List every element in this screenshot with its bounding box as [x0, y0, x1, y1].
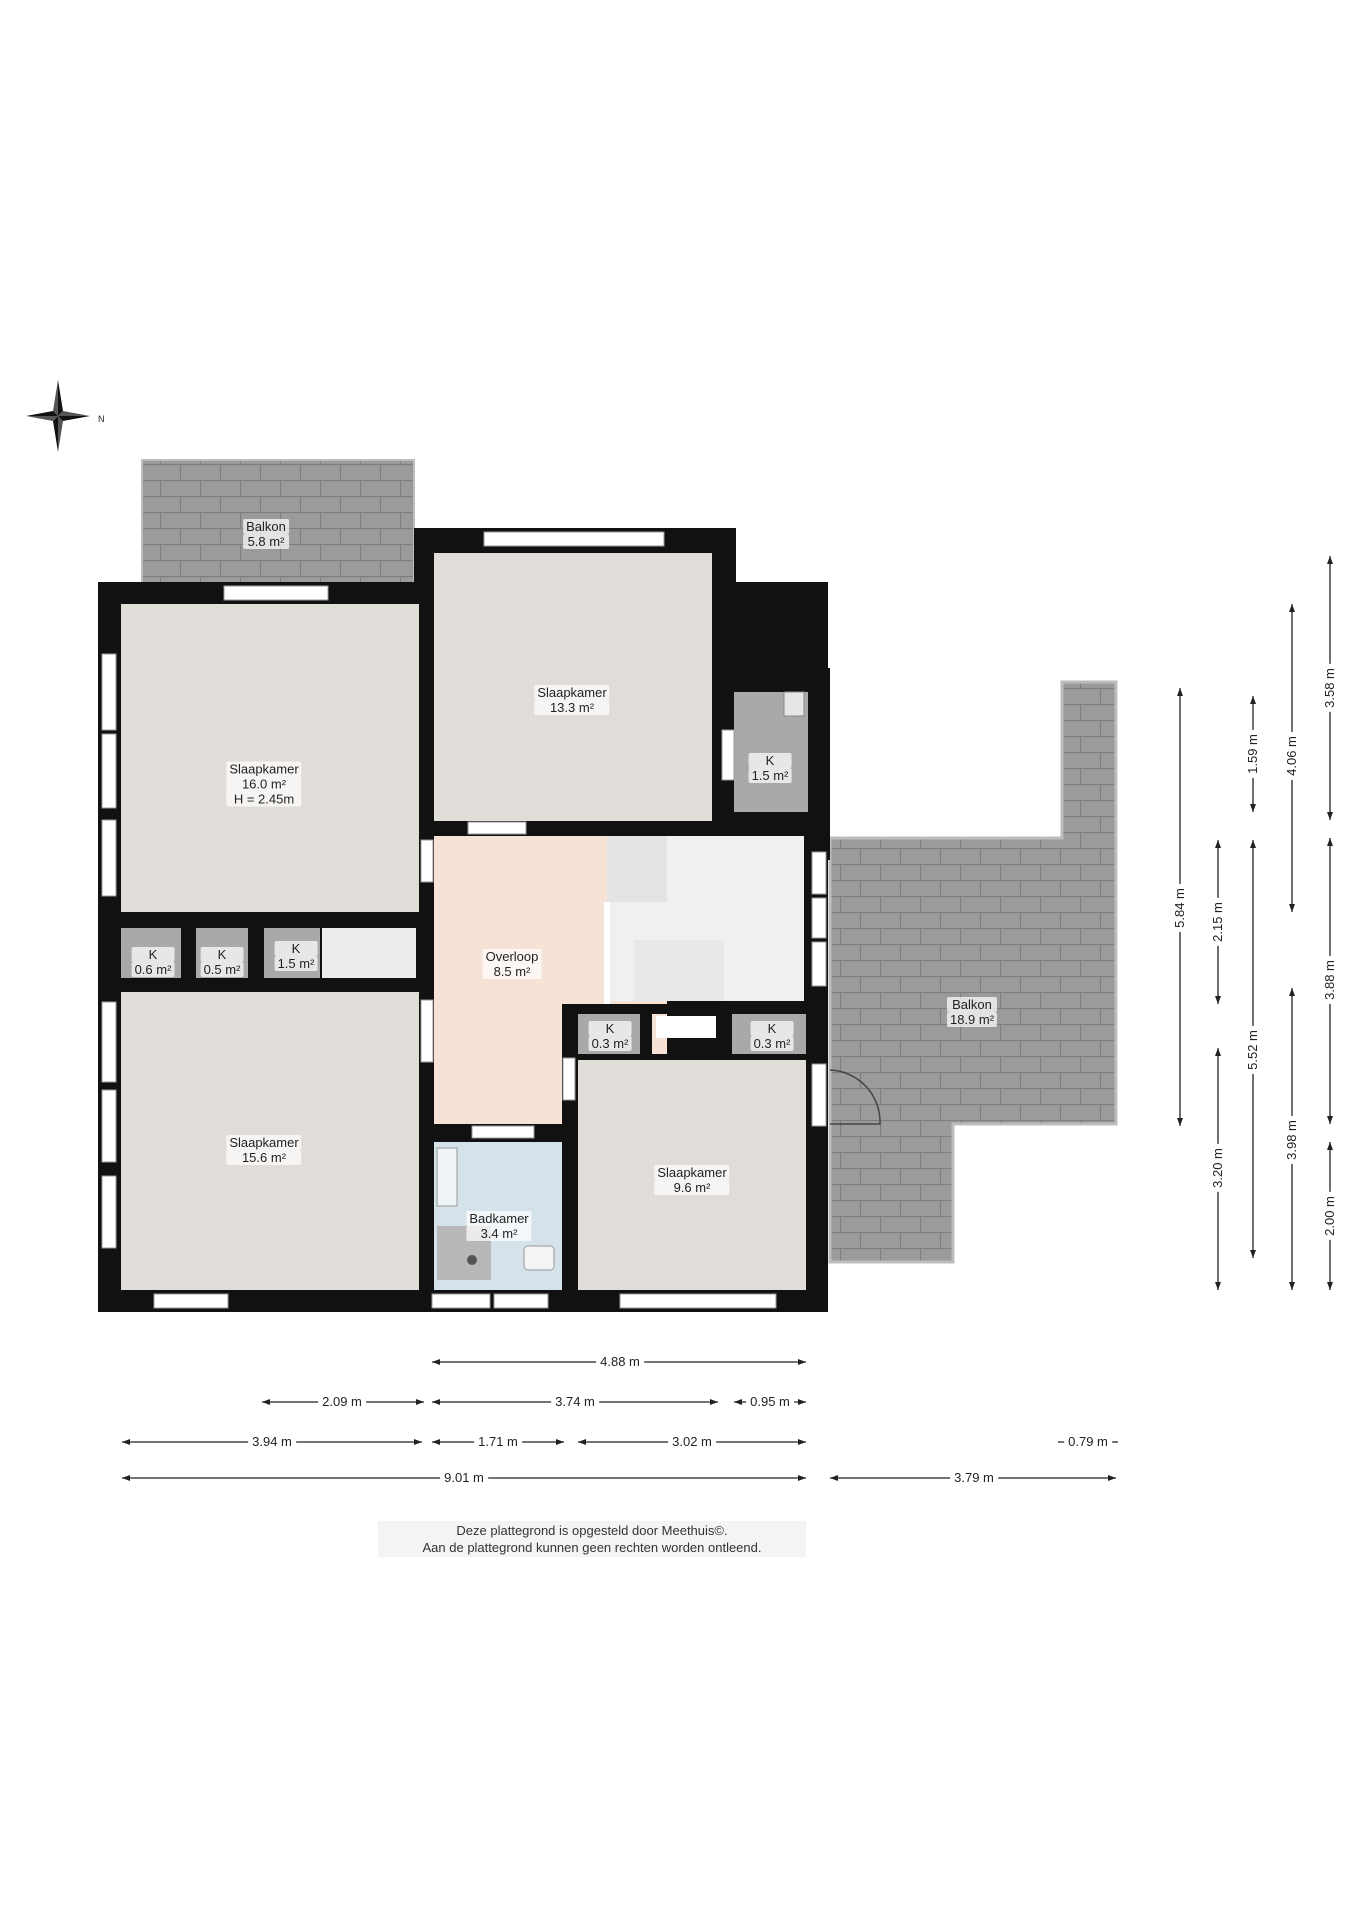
balcony-right-floor	[828, 680, 1118, 1264]
dimension-label: 4.88 m	[596, 1355, 644, 1369]
dimension-label: 3.94 m	[248, 1435, 296, 1449]
dimension-label: 3.02 m	[668, 1435, 716, 1449]
dimension-label: 3.58 m	[1322, 664, 1337, 712]
dimension-label: 5.52 m	[1245, 1026, 1260, 1074]
dimension-label: 1.59 m	[1245, 730, 1260, 778]
dimension-label: 2.15 m	[1210, 898, 1225, 946]
dimension-label: 1.71 m	[474, 1435, 522, 1449]
disclaimer-line-2: Aan de plattegrond kunnen geen rechten w…	[422, 1540, 762, 1555]
compass-rose-icon	[26, 380, 90, 452]
dimension-label: 5.84 m	[1172, 884, 1187, 932]
balcony-door	[829, 1069, 881, 1125]
dimension-label: 0.79 m	[1064, 1435, 1112, 1449]
dimension-label: 2.09 m	[318, 1395, 366, 1409]
dimension-label: 3.98 m	[1284, 1116, 1299, 1164]
dimension-arrows	[122, 556, 1333, 1481]
disclaimer: Deze plattegrond is opgesteld door Meeth…	[378, 1521, 806, 1557]
bedroom-16-floor	[121, 604, 419, 912]
dimension-label: 3.88 m	[1322, 956, 1337, 1004]
disclaimer-line-1: Deze plattegrond is opgesteld door Meeth…	[456, 1523, 728, 1538]
dimension-label: 2.00 m	[1322, 1192, 1337, 1240]
windows	[101, 531, 827, 1309]
north-label: N	[98, 414, 105, 424]
bath-tub	[436, 1147, 458, 1207]
dimension-label: 9.01 m	[440, 1471, 488, 1485]
dimension-label: 3.20 m	[1210, 1144, 1225, 1192]
dimension-label: 3.74 m	[551, 1395, 599, 1409]
dimension-label: 0.95 m	[746, 1395, 794, 1409]
sink	[523, 1245, 555, 1271]
dimension-label: 3.79 m	[950, 1471, 998, 1485]
stairs-left	[322, 928, 416, 978]
dimension-label: 4.06 m	[1284, 732, 1299, 780]
